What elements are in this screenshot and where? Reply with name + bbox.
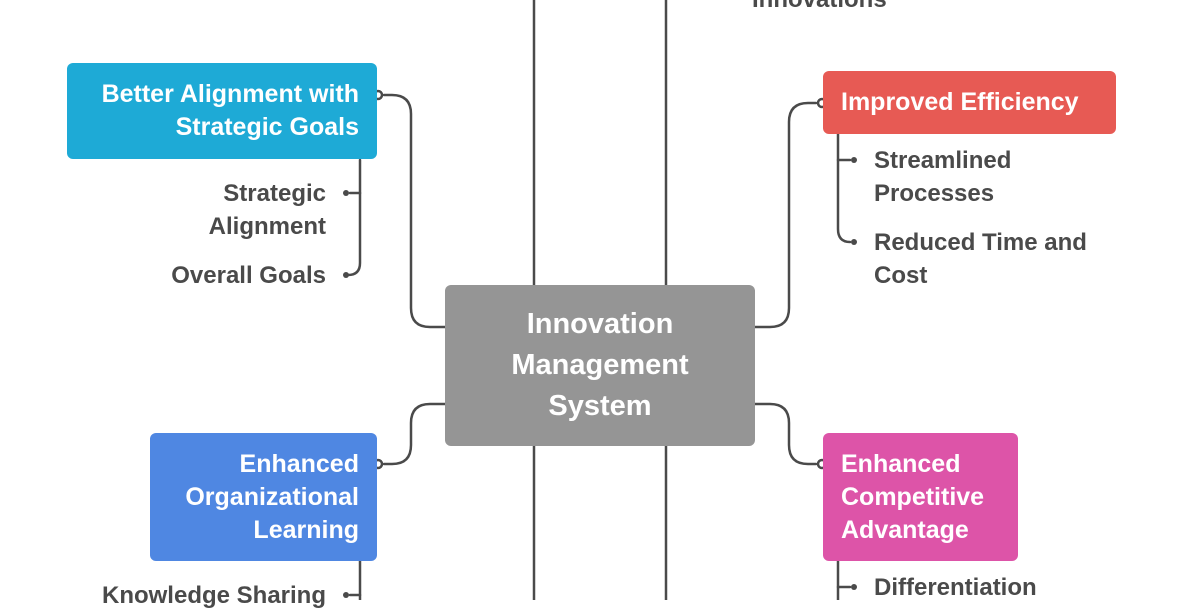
branch-label: Strategic Goals: [175, 113, 359, 141]
leaf-label: Overall Goals: [171, 262, 326, 289]
leaf-dot: [851, 157, 857, 163]
leaf-dot: [343, 592, 349, 598]
cut-off-label-top: Innovations: [752, 0, 887, 12]
center-line: System: [548, 390, 652, 422]
leaf-connector-efficiency: [836, 132, 852, 244]
connector-learning: [382, 402, 447, 466]
branch-improved-efficiency: Improved Efficiency: [823, 71, 1116, 134]
leaf-dot: [343, 272, 349, 278]
branch-label: Enhanced: [239, 449, 359, 478]
leaf-label: Differentiation: [874, 574, 1037, 601]
branch-label: Organizational: [185, 482, 359, 511]
leaf-strategic-alignment: Strategic Alignment: [209, 177, 326, 243]
center-line: Innovation: [526, 308, 674, 340]
branch-label: Competitive: [841, 482, 985, 511]
leaf-knowledge-sharing: Knowledge Sharing: [102, 579, 326, 612]
connector-efficiency: [753, 101, 818, 329]
center-line: Management: [511, 349, 689, 381]
leaf-label: Knowledge Sharing: [101, 582, 326, 609]
leaf-dot: [851, 584, 857, 590]
leaf-label: Cost: [874, 262, 928, 289]
branch-label: Learning: [253, 515, 359, 544]
leaf-label: Reduced Time and: [874, 229, 1087, 256]
center-node-innovation-management-system: Innovation Management System: [445, 285, 755, 446]
branch-better-alignment: Better Alignment with Strategic Goals: [67, 63, 377, 159]
branch-competitive-advantage: Enhanced Competitive Advantage: [823, 433, 1018, 561]
leaf-differentiation: Differentiation: [874, 571, 1037, 604]
leaf-label: Processes: [874, 180, 995, 207]
connector-competitive: [753, 402, 818, 466]
branch-label: Advantage: [841, 515, 969, 544]
leaf-label: Strategic: [223, 180, 326, 207]
branch-label: Improved Efficiency: [841, 88, 1079, 116]
leaf-streamlined-processes: Streamlined Processes: [874, 144, 1011, 210]
connector-alignment: [382, 93, 447, 329]
leaf-label: Streamlined: [874, 147, 1012, 174]
leaf-reduced-time-and-cost: Reduced Time and Cost: [874, 226, 1087, 292]
branch-label: Better Alignment with: [101, 80, 359, 108]
leaf-dot: [343, 190, 349, 196]
leaf-connector-alignment: [346, 158, 362, 277]
leaf-overall-goals: Overall Goals: [171, 259, 326, 292]
branch-label: Enhanced: [841, 449, 961, 478]
leaf-dot: [851, 239, 857, 245]
branch-organizational-learning: Enhanced Organizational Learning: [150, 433, 377, 561]
leaf-label: Alignment: [208, 213, 326, 240]
